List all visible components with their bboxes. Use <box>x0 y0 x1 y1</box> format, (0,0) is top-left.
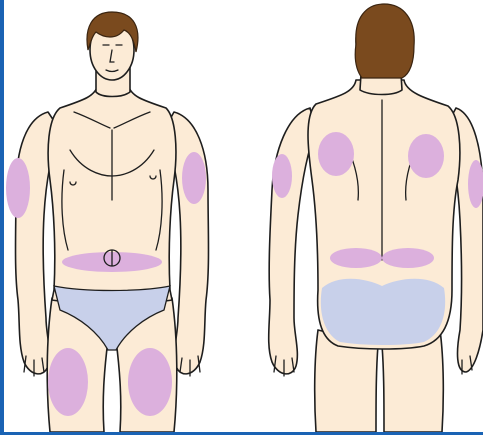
back-lower-back-right-site <box>382 248 434 268</box>
back-lower-back-left-site <box>330 248 382 268</box>
back-upper-back-left-site <box>318 132 354 176</box>
front-upper-arm-left-site <box>6 158 30 218</box>
front-view-figure <box>16 12 209 432</box>
back-buttocks-site <box>321 279 445 345</box>
front-thigh-left-site <box>48 348 88 416</box>
back-upper-back-right-site <box>408 134 444 178</box>
front-upper-arm-right-site <box>182 152 206 204</box>
injection-sites-illustration: .skin { fill: #fcebd6; stroke: #1e1e1e; … <box>4 0 483 432</box>
front-thigh-right-site <box>128 348 172 416</box>
back-hair <box>355 4 414 78</box>
back-view-figure <box>269 4 483 432</box>
back-upper-arm-left-site <box>272 154 292 198</box>
